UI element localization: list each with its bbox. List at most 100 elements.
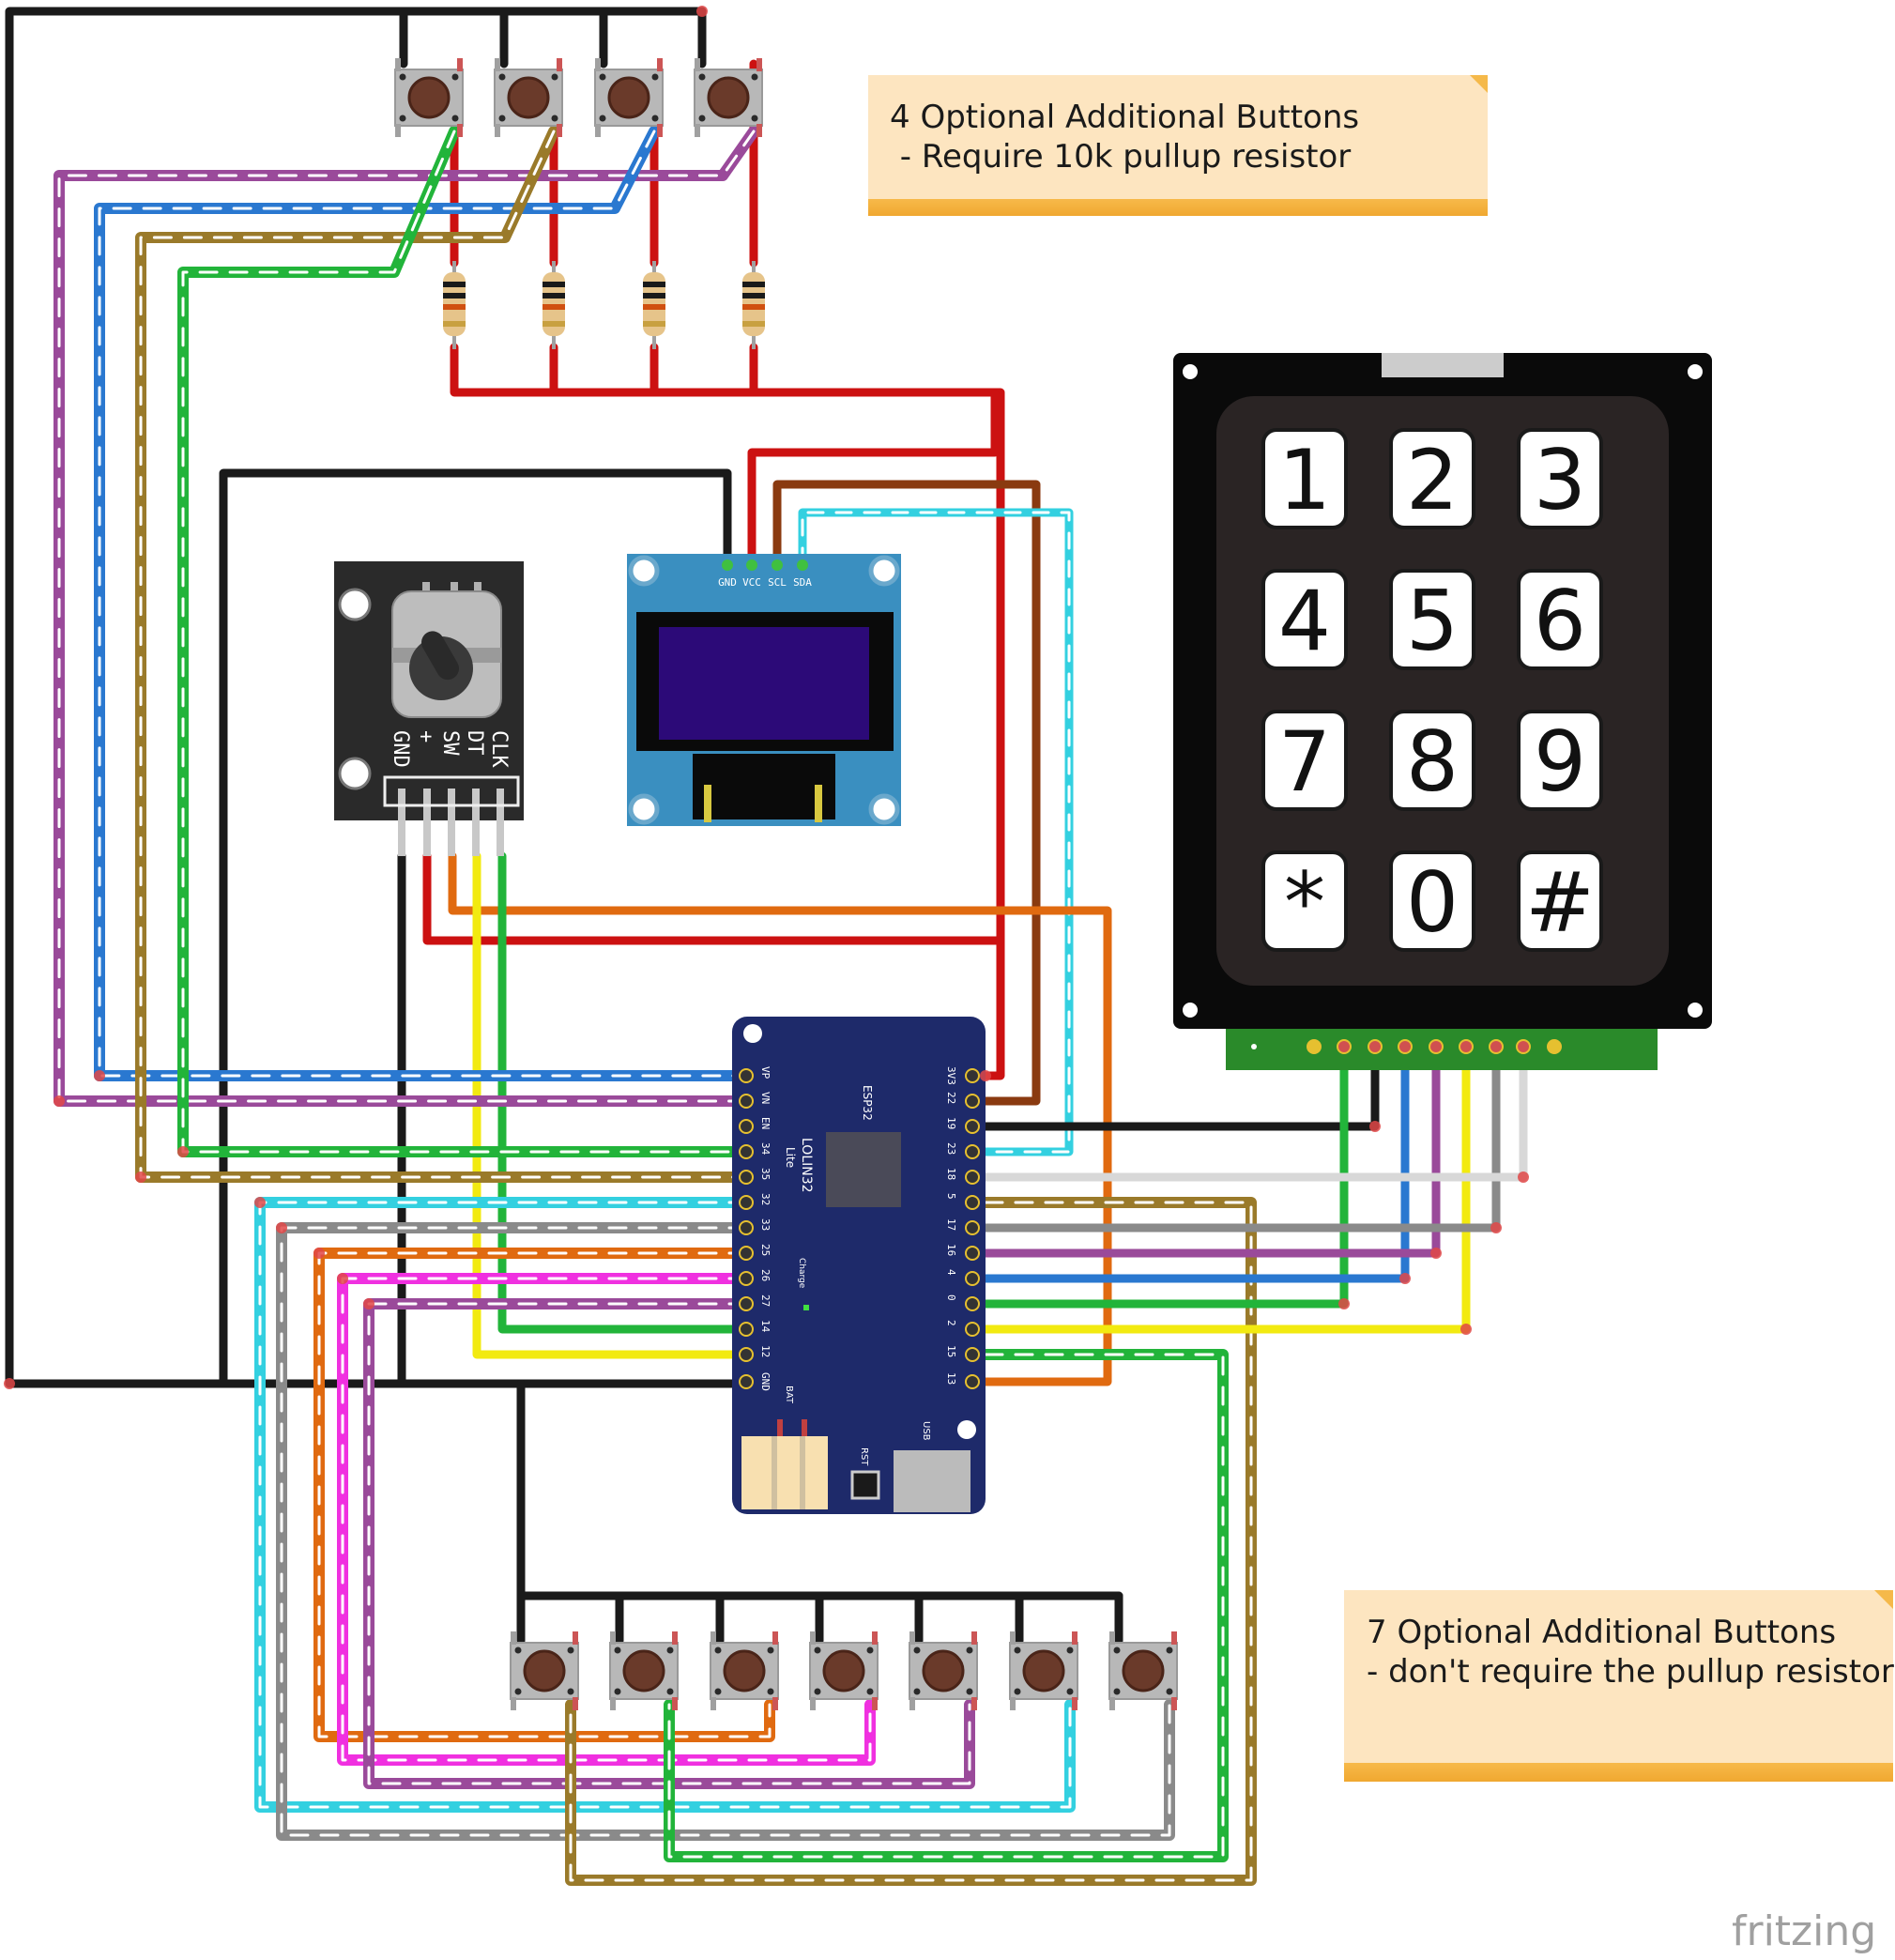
- bottom-button-3[interactable]: [710, 1631, 779, 1710]
- bottom-button-1[interactable]: [510, 1631, 579, 1710]
- bottom-button-5[interactable]: [909, 1631, 978, 1710]
- right-pin-10: 2: [945, 1320, 957, 1326]
- rst-label: RST: [859, 1447, 869, 1466]
- key-label: 7: [1278, 713, 1331, 810]
- top-button-3-cap: [607, 76, 650, 119]
- key-label: #: [1525, 854, 1595, 951]
- key-label: 2: [1406, 432, 1459, 528]
- top-button-2[interactable]: [494, 58, 563, 137]
- key-1[interactable]: 1: [1261, 428, 1348, 529]
- wire-clk: [448, 851, 1112, 1386]
- bottom-button-4-cap: [822, 1649, 865, 1692]
- wire-blue-vp: [94, 126, 752, 1081]
- right-pin-6: 17: [945, 1218, 957, 1231]
- left-pin-4: 35: [759, 1168, 772, 1180]
- bottom-button-5-cap: [922, 1649, 965, 1692]
- encoder-pin-2: SW: [438, 730, 462, 756]
- oled-pin-1: VCC: [742, 576, 761, 589]
- note-bottom-line1: 7 Optional Additional Buttons: [1367, 1614, 1836, 1651]
- wire-sda-inner: [801, 511, 1071, 1154]
- key-4[interactable]: 4: [1261, 569, 1348, 670]
- wire-endpoints: [4, 6, 1529, 1389]
- wire-sw: [472, 851, 751, 1359]
- bottom-button-6-cap: [1022, 1649, 1065, 1692]
- wire-green-15: [664, 1349, 1229, 1862]
- right-pin-4: 18: [945, 1168, 957, 1180]
- encoder-pin-3: +: [414, 730, 437, 743]
- top-button-1[interactable]: [394, 58, 464, 137]
- wire-olive-35: [135, 126, 752, 1183]
- wire-purple-27: [363, 1298, 975, 1789]
- right-pin-0: 3V3: [945, 1066, 957, 1085]
- resistor-2: [543, 261, 565, 349]
- wire-gnd-top-rail: [5, 7, 707, 1388]
- resistor-1: [443, 261, 466, 349]
- wire-orange-25: [313, 1248, 775, 1742]
- key-7[interactable]: 7: [1261, 710, 1348, 811]
- bottom-button-4[interactable]: [809, 1631, 879, 1710]
- key-hash[interactable]: #: [1517, 850, 1603, 952]
- resistor-3: [643, 261, 665, 349]
- right-pin-12: 13: [945, 1372, 957, 1385]
- left-pin-3: 34: [759, 1142, 772, 1156]
- oled-pin-2: SCL: [768, 576, 787, 589]
- key-2[interactable]: 2: [1389, 428, 1475, 529]
- key-9[interactable]: 9: [1517, 710, 1603, 811]
- wire-3v3-pullups: [450, 343, 1005, 1080]
- bottom-button-3-cap: [723, 1649, 766, 1692]
- resistor-4: [742, 261, 765, 349]
- wire-kp-yellow-2: [981, 1042, 1471, 1334]
- wire-gnd-oled: [219, 468, 732, 1388]
- left-pin-6: 33: [759, 1218, 772, 1231]
- wire-olive-5: [565, 1197, 1257, 1886]
- bottom-button-6[interactable]: [1009, 1631, 1078, 1710]
- key-label: 1: [1278, 432, 1331, 528]
- left-pin-5: 32: [759, 1193, 772, 1205]
- wire-magenta-26: [337, 1273, 876, 1766]
- key-0[interactable]: 0: [1389, 850, 1475, 952]
- right-pin-8: 4: [945, 1269, 957, 1276]
- keypad-pins: [1251, 1039, 1562, 1054]
- board-subname: Lite: [784, 1147, 797, 1168]
- pullup-resistors: [443, 261, 765, 349]
- key-label: 9: [1534, 713, 1586, 810]
- top-button-4-cap: [707, 76, 750, 119]
- reset-button[interactable]: [850, 1470, 880, 1500]
- note-bottom-line2: - don't require the pullup resistor: [1367, 1653, 1894, 1691]
- key-label: 8: [1406, 713, 1459, 810]
- bottom-button-2[interactable]: [609, 1631, 679, 1710]
- right-pin-1: 22: [945, 1092, 957, 1104]
- right-pin-11: 15: [945, 1345, 957, 1357]
- fritzing-logo: fritzing: [1732, 1907, 1876, 1955]
- key-label: 0: [1406, 854, 1459, 951]
- top-buttons: [394, 58, 763, 137]
- left-pin-11: 12: [759, 1345, 772, 1357]
- key-3[interactable]: 3: [1517, 428, 1603, 529]
- top-button-4[interactable]: [694, 58, 763, 137]
- usb-port: [894, 1450, 970, 1512]
- top-button-3[interactable]: [594, 58, 664, 137]
- usb-label: USB: [921, 1421, 931, 1441]
- wire-cyan-32: [254, 1197, 1076, 1813]
- encoder-pin-1: DT: [463, 730, 486, 756]
- key-6[interactable]: 6: [1517, 569, 1603, 670]
- left-pin-9: 27: [759, 1294, 772, 1307]
- top-button-2-cap: [507, 76, 550, 119]
- right-pin-7: 16: [945, 1244, 957, 1256]
- key-8[interactable]: 8: [1389, 710, 1475, 811]
- key-star[interactable]: *: [1261, 850, 1348, 952]
- key-5[interactable]: 5: [1389, 569, 1475, 670]
- left-pin-8: 26: [759, 1269, 772, 1281]
- bottom-button-7[interactable]: [1108, 1631, 1178, 1710]
- left-pin-1: VN: [759, 1092, 772, 1104]
- left-pin-12: GND: [759, 1372, 772, 1391]
- note-top-line2: - Require 10k pullup resistor: [890, 138, 1351, 176]
- top-button-1-cap: [407, 76, 451, 119]
- right-pin-3: 23: [945, 1142, 957, 1155]
- note-bottom: 7 Optional Additional Buttons - don't re…: [1344, 1590, 1894, 1782]
- wire-purple-vn: [53, 126, 759, 1107]
